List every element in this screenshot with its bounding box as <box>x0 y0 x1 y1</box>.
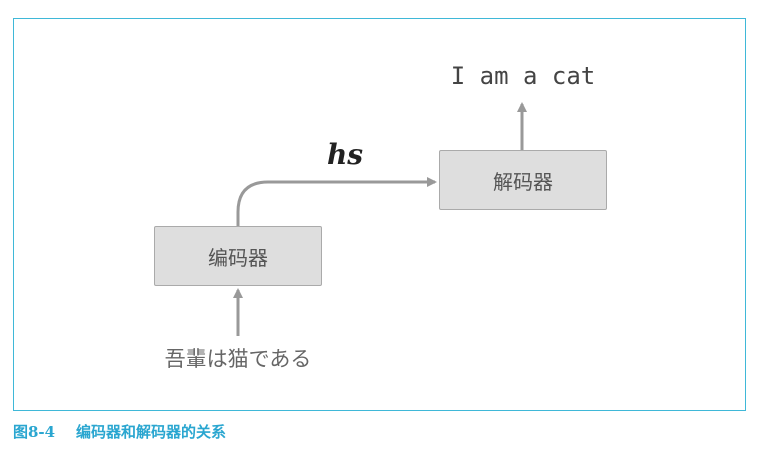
figure-frame <box>13 18 746 411</box>
decoder-box: 解码器 <box>439 150 607 210</box>
figure-number: 图8-4 <box>13 423 56 441</box>
encoder-to-decoder-arrow <box>236 177 437 226</box>
input-text: 吾輩は猫である <box>164 347 312 371</box>
hidden-state-label: hs <box>326 138 364 171</box>
figure-caption: 图8-4 编码器和解码器的关系 <box>13 421 226 442</box>
figure-title: 编码器和解码器的关系 <box>76 423 227 441</box>
decoder-label: 解码器 <box>493 169 553 194</box>
encoder-label: 编码器 <box>208 245 268 270</box>
encoder-box: 编码器 <box>154 226 322 286</box>
output-text: I am a cat <box>450 62 596 90</box>
